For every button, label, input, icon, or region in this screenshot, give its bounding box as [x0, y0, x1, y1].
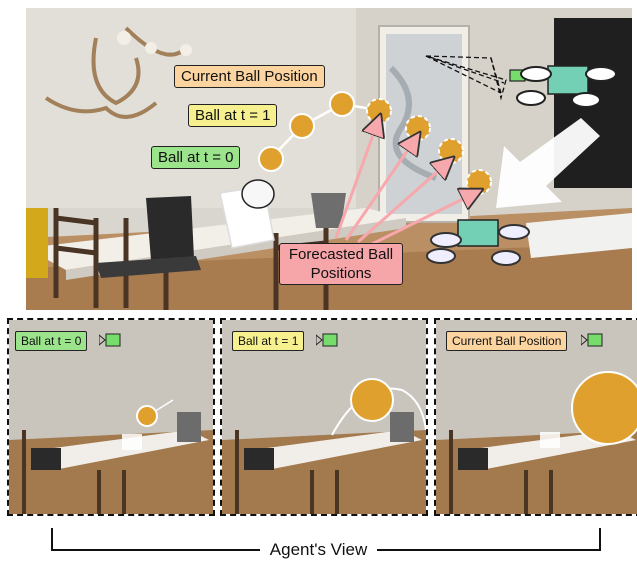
- panel-2-label: Ball at t = 1: [232, 331, 305, 351]
- panel-3-label: Current Ball Position: [446, 331, 568, 351]
- robot-agent-bottom: [426, 219, 530, 266]
- ball-icon: [571, 371, 637, 445]
- panel-1-label: Ball at t = 0: [15, 331, 88, 351]
- label-ball-t1: Ball at t = 1: [188, 104, 278, 127]
- agent-view-caption-wrap: Agent's View: [0, 540, 637, 560]
- camera-icon: [99, 333, 121, 347]
- label-forecasted-ball-positions: Forecasted Ball Positions: [279, 243, 403, 285]
- agent-view-panel-1: Ball at t = 0: [7, 318, 215, 516]
- bucket-icon: [219, 179, 275, 249]
- room-scene: Current Ball Position Ball at t = 1 Ball…: [26, 8, 632, 310]
- panel-2-scene: [222, 320, 426, 514]
- panel-3-scene: [436, 320, 637, 514]
- ball-current: [329, 91, 355, 117]
- ball-icon: [136, 405, 158, 427]
- ball-t0: [258, 146, 284, 172]
- camera-icon: [581, 333, 603, 347]
- movement-arrow: [496, 118, 600, 208]
- camera-frustum: [425, 55, 507, 101]
- agent-view-panel-3: Current Ball Position: [434, 318, 637, 516]
- label-current-ball-position: Current Ball Position: [174, 65, 325, 88]
- forecast-arrows: [334, 124, 473, 248]
- robot-agent-top: [516, 65, 617, 108]
- label-ball-t0: Ball at t = 0: [151, 146, 241, 169]
- agent-view-caption: Agent's View: [259, 540, 378, 559]
- room-illustration: [26, 8, 632, 310]
- ball-t1: [289, 113, 315, 139]
- ball-icon: [350, 378, 394, 422]
- agent-view-panel-2: Ball at t = 1: [220, 318, 428, 516]
- panel-1-scene: [9, 320, 213, 514]
- camera-icon: [316, 333, 338, 347]
